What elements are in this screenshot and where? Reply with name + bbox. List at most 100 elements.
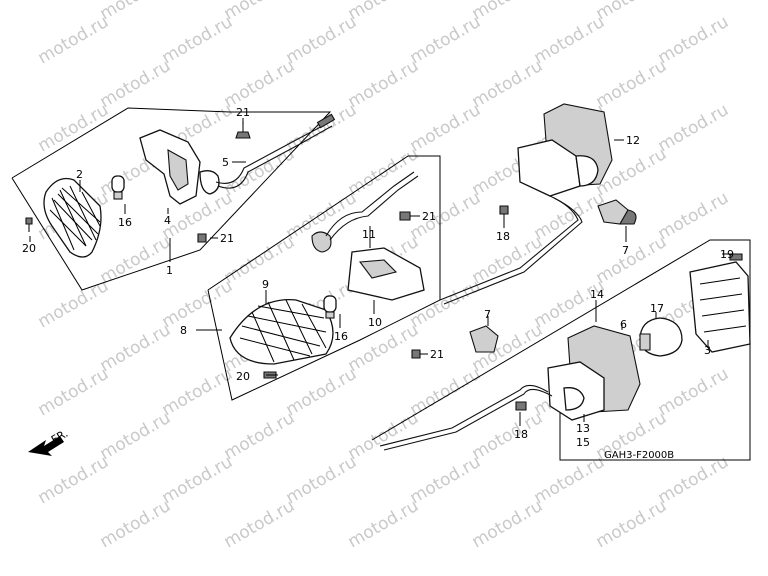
callout-20-left: 20: [22, 242, 36, 255]
watermark-text: motod.ru: [655, 100, 733, 156]
watermark-text: motod.ru: [35, 276, 113, 332]
watermark-text: motod.ru: [159, 364, 237, 420]
callout-16-left: 16: [118, 216, 132, 229]
watermark-text: motod.ru: [283, 12, 361, 68]
callout-11: 11: [362, 228, 376, 241]
callout-9: 9: [262, 278, 269, 291]
watermark-text: motod.ru: [345, 408, 423, 464]
watermark-text: motod.ru: [407, 100, 485, 156]
watermark-text: motod.ru: [283, 364, 361, 420]
callout-14: 14: [590, 288, 604, 301]
callout-1: 1: [166, 264, 173, 277]
watermark-text: motod.ru: [655, 12, 733, 68]
watermark-text: motod.ru: [345, 0, 423, 24]
watermark-text: motod.ru: [531, 12, 609, 68]
watermark-text: motod.ru: [469, 408, 547, 464]
grommet-part-7-right: [597, 199, 637, 225]
watermark-text: motod.ru: [221, 496, 299, 552]
watermark-text: motod.ru: [97, 232, 175, 288]
watermark-text: motod.ru: [407, 364, 485, 420]
socket-part-11: [311, 171, 419, 253]
assembly-frame-front-left: [11, 107, 332, 291]
watermark-text: motod.ru: [593, 496, 671, 552]
watermark-text: motod.ru: [593, 232, 671, 288]
bolt-part-21-mid: [399, 211, 411, 221]
callout-21-lower: 21: [430, 348, 444, 361]
watermark-text: motod.ru: [469, 56, 547, 112]
watermark-text: motod.ru: [159, 12, 237, 68]
watermark-text: motod.ru: [469, 0, 547, 24]
watermark-text: motod.ru: [345, 56, 423, 112]
watermark-text: motod.ru: [35, 364, 113, 420]
watermark-text: motod.ru: [407, 452, 485, 508]
callout-8: 8: [180, 324, 187, 337]
lens-part-9: [229, 299, 334, 365]
bolt-part-21-left-lower: [197, 233, 207, 243]
callout-17: 17: [650, 302, 664, 315]
watermark-text: motod.ru: [407, 12, 485, 68]
bulb-part-17: [639, 317, 683, 357]
assembly-frame-rear: [371, 239, 751, 461]
watermark-text: motod.ru: [97, 408, 175, 464]
callout-16-right: 16: [334, 330, 348, 343]
watermark-text: motod.ru: [221, 0, 299, 24]
lens-part-3: [689, 261, 751, 353]
callout-20-right: 20: [236, 370, 250, 383]
bolt-part-18-upper: [499, 205, 509, 215]
housing-part-13: [547, 361, 605, 421]
watermark-text: motod.ru: [35, 12, 113, 68]
callout-21-left: 21: [220, 232, 234, 245]
callout-6: 6: [620, 318, 627, 331]
callout-13: 13: [576, 422, 590, 435]
watermark-text: motod.ru: [655, 188, 733, 244]
callout-2: 2: [76, 168, 83, 181]
grommet-part-7-left: [469, 325, 499, 353]
watermark-text: motod.ru: [655, 364, 733, 420]
wire-part-14: [379, 384, 553, 451]
bolt-part-21-top: [235, 122, 251, 139]
leader-lines: [29, 118, 734, 426]
watermark-text: motod.ru: [221, 56, 299, 112]
watermark-text: motod.ru: [97, 496, 175, 552]
watermark-text: motod.ru: [159, 276, 237, 332]
watermark-text: motod.ru: [97, 0, 175, 24]
watermark-text: motod.ru: [283, 100, 361, 156]
watermark-text: motod.ru: [593, 56, 671, 112]
callout-5: 5: [222, 156, 229, 169]
callout-10: 10: [368, 316, 382, 329]
watermark-text: motod.ru: [593, 0, 671, 24]
bolt-part-21-lower: [411, 349, 421, 359]
watermark-text: motod.ru: [35, 100, 113, 156]
watermark-text: motod.ru: [221, 408, 299, 464]
callout-18-lower: 18: [514, 428, 528, 441]
front-direction-arrow-icon: [28, 436, 64, 456]
screw-part-20-left: [25, 217, 33, 232]
housing-part-10: [347, 247, 425, 301]
callout-18-upper: 18: [496, 230, 510, 243]
callout-15: 15: [576, 436, 590, 449]
callout-3: 3: [704, 344, 711, 357]
watermark-text: motod.ru: [159, 452, 237, 508]
housing-part-4: [139, 129, 220, 205]
bulb-part-16-left: [111, 175, 125, 200]
callout-labels: 2 16 20 4 21 5 21 1 9 16 11 21 10 8 20 2…: [22, 106, 734, 449]
watermark-text: motod.ru: [345, 496, 423, 552]
screw-part-19: [729, 253, 743, 261]
watermark-text: motod.ru: [97, 320, 175, 376]
callout-7-right: 7: [622, 244, 629, 257]
callout-19: 19: [720, 248, 734, 261]
wire-part-5: [215, 113, 336, 189]
watermark-text: motod.ru: [531, 188, 609, 244]
housing-part-12: [517, 103, 613, 197]
diagram-code: GAH3-F2000B: [604, 450, 674, 461]
callout-12: 12: [626, 134, 640, 147]
watermark-text: motod.ru: [221, 144, 299, 200]
watermark-text: motod.ru: [35, 452, 113, 508]
watermark-text: motod.ru: [97, 56, 175, 112]
wire-part-rear-right: [439, 195, 583, 305]
callout-21-top: 21: [236, 106, 250, 119]
bulb-part-16-right: [323, 295, 337, 319]
callout-21-mid: 21: [422, 210, 436, 223]
bolt-part-18-lower: [515, 401, 527, 411]
